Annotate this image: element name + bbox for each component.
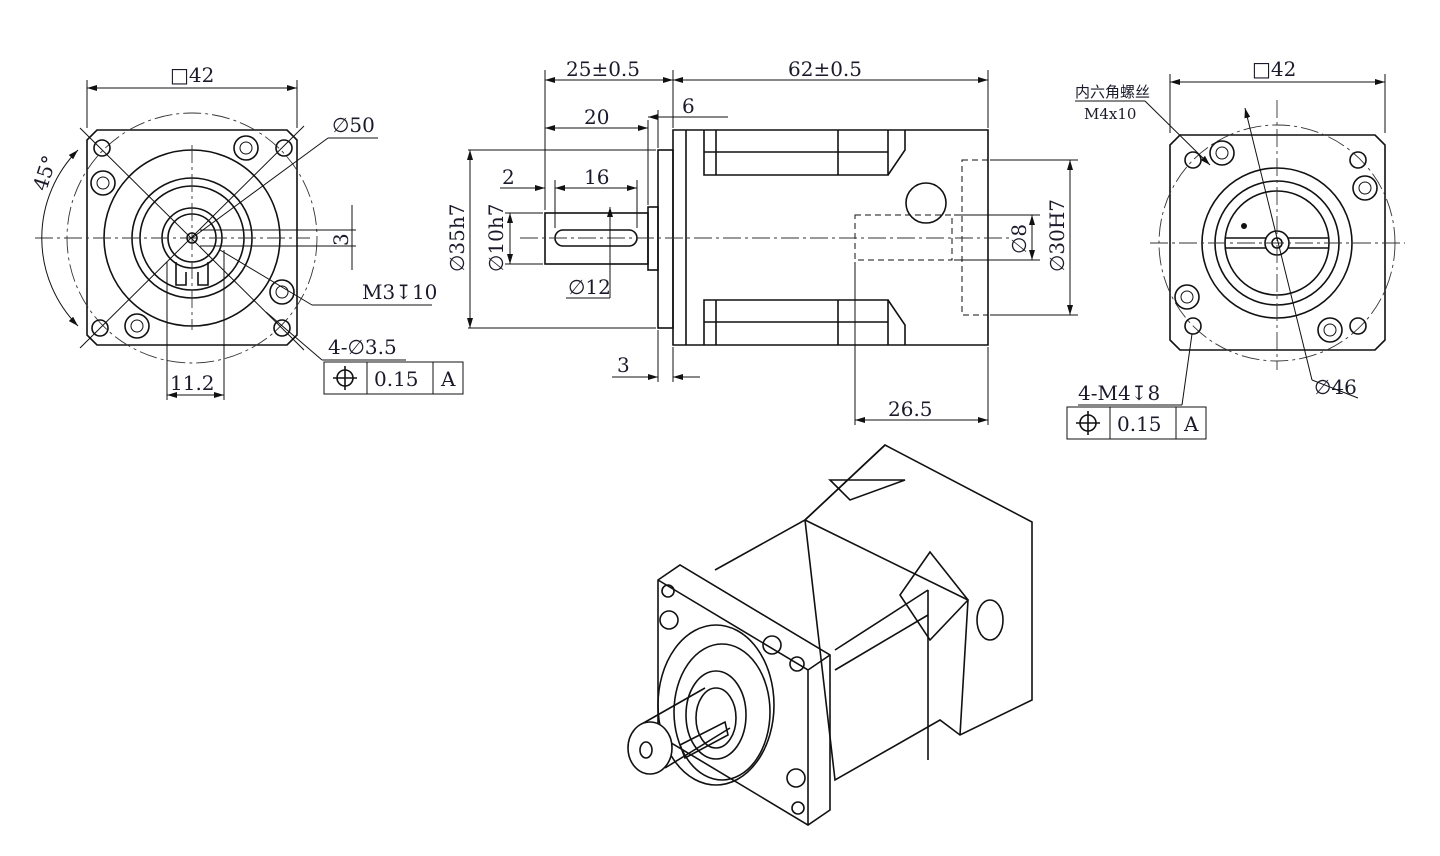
position-tolerance-icon <box>333 366 357 390</box>
rear-square-size-label: □42 <box>1252 57 1296 81</box>
pilot-depth-label: 3 <box>617 353 630 377</box>
shaft-length-label: 20 <box>584 105 609 129</box>
bore-depth-label: 26.5 <box>888 397 933 421</box>
screw-size-label: M4x10 <box>1084 105 1136 123</box>
tolerance-datum: A <box>440 367 456 391</box>
mounting-holes <box>91 139 293 337</box>
pilot-dia-label: ∅35h7 <box>445 204 469 272</box>
body-length-label: 62±0.5 <box>788 57 862 81</box>
flange-thickness-label: 6 <box>682 94 695 118</box>
angle-label: 45° <box>28 152 62 193</box>
shoulder-dia-label: ∅12 <box>568 275 611 299</box>
input-pilot-dia-label: ∅30H7 <box>1045 199 1069 272</box>
side-view: 25±0.5 62±0.5 6 20 2 16 ∅35h7 ∅10h7 ∅12 … <box>445 57 1078 425</box>
hole-note-label: 4-∅3.5 <box>328 335 397 359</box>
isometric-view <box>627 444 1033 826</box>
key-offset-label: 2 <box>502 165 515 189</box>
iso-screws <box>659 584 806 815</box>
screw-note-cn-label: 内六角螺丝 <box>1075 83 1150 101</box>
shaft-dia-label: ∅10h7 <box>484 204 508 272</box>
front-view: □42 ∅50 45° 3 M3↧10 4-∅3.5 0.15 A 11.2 <box>28 63 464 400</box>
rear-thread-note-label: 4-M4↧8 <box>1078 381 1160 405</box>
rear-pcd-label: ∅46 <box>1314 375 1357 399</box>
rear-screw-heads <box>1174 140 1378 343</box>
key-length-label: 16 <box>584 165 609 189</box>
bore-dia-label: ∅8 <box>1007 224 1031 254</box>
key-offset-label: 3 <box>329 233 353 246</box>
shaft-length-total-label: 25±0.5 <box>566 57 640 81</box>
thread-note-label: M3↧10 <box>362 280 437 304</box>
square-size-label: □42 <box>170 63 214 87</box>
tolerance-value: 0.15 <box>374 367 419 391</box>
rear-view: □42 内六角螺丝 M4x10 ∅46 4-M4↧8 0.15 A <box>1066 57 1405 440</box>
rear-tolerance-value: 0.15 <box>1117 412 1162 436</box>
screw-heads <box>90 135 295 339</box>
key-height-label: 11.2 <box>170 371 215 395</box>
pcd-label: ∅50 <box>332 113 375 137</box>
rear-tolerance-datum: A <box>1183 412 1199 436</box>
rear-position-tolerance-icon <box>1076 411 1100 435</box>
